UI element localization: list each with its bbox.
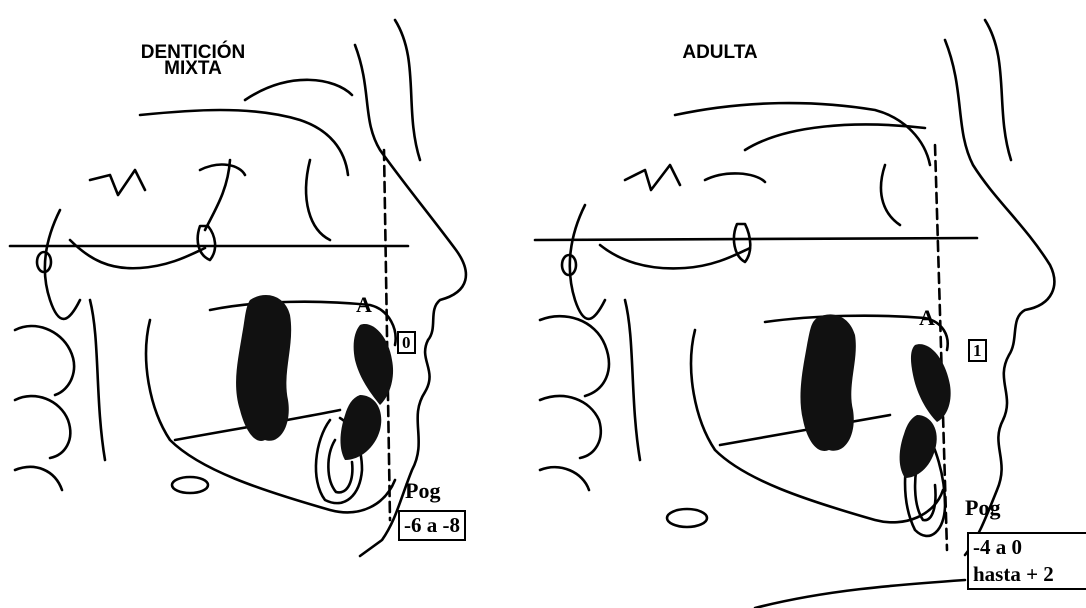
sella-contour xyxy=(90,170,145,195)
point-a-label: A xyxy=(919,305,935,331)
ramus-posterior xyxy=(625,300,640,460)
ramus-posterior xyxy=(90,300,105,460)
soft-tissue-profile xyxy=(945,40,1054,555)
forehead-contour xyxy=(395,20,420,160)
orbit-roof xyxy=(245,80,352,100)
pterygoid-outline xyxy=(734,224,750,262)
adult-cephalometric-tracing xyxy=(525,0,1086,608)
point-a-value-box: 0 xyxy=(397,331,416,354)
hyoid-bone xyxy=(172,477,208,493)
pogonion-value-line2: hasta + 2 xyxy=(973,564,1083,585)
nasion-perpendicular-line xyxy=(384,150,390,520)
molar-teeth xyxy=(800,314,855,451)
anterior-cranial-base xyxy=(140,110,348,175)
panel-title: ADULTA xyxy=(665,44,775,61)
pogonion-value-line1: -4 a 0 xyxy=(973,537,1083,558)
frankfort-horizontal-line xyxy=(535,238,977,240)
panel-title-line2: MIXTA xyxy=(128,60,258,77)
nasal-contour xyxy=(306,160,330,240)
vertebra-3 xyxy=(15,467,62,490)
vertebra-3 xyxy=(540,467,589,490)
pogonion-label: Pog xyxy=(405,478,440,504)
lower-incisor xyxy=(340,395,381,460)
nasal-contour xyxy=(881,165,900,225)
mixed-dentition-panel: DENTICIÓN MIXTA A 0 Pog -6 a -8 xyxy=(0,0,520,608)
anterior-cranial-base xyxy=(675,103,930,165)
sella-contour xyxy=(625,165,680,190)
point-a-value-box: 1 xyxy=(968,339,987,362)
adult-dentition-panel: ADULTA A 1 Pog -4 a 0 hasta + 2 xyxy=(525,0,1086,608)
upper-incisor xyxy=(911,344,951,422)
pogonion-label: Pog xyxy=(965,495,1000,521)
vertebra-1 xyxy=(540,316,609,396)
neck-contour xyxy=(755,580,965,608)
dentition-group xyxy=(236,295,393,460)
pterygoid-outline xyxy=(198,226,215,260)
pogonion-value-box: -4 a 0 hasta + 2 xyxy=(967,532,1086,590)
forehead-contour xyxy=(985,20,1011,160)
orbit-line xyxy=(705,173,765,182)
orbit-line xyxy=(200,165,245,175)
molar-teeth xyxy=(236,295,291,441)
lower-incisor xyxy=(900,415,937,478)
vertebra-1 xyxy=(15,326,74,395)
vertebra-2 xyxy=(540,396,601,458)
pogonion-value-box: -6 a -8 xyxy=(398,510,466,541)
vertebra-2 xyxy=(15,396,70,458)
point-a-label: A xyxy=(356,292,372,318)
hyoid-bone xyxy=(667,509,707,527)
orbit-roof xyxy=(745,124,925,150)
pterygomaxillary-line xyxy=(205,160,230,230)
dentition-group xyxy=(800,314,950,478)
zygomatic-contour xyxy=(600,245,750,268)
zygomatic-contour xyxy=(70,240,205,268)
